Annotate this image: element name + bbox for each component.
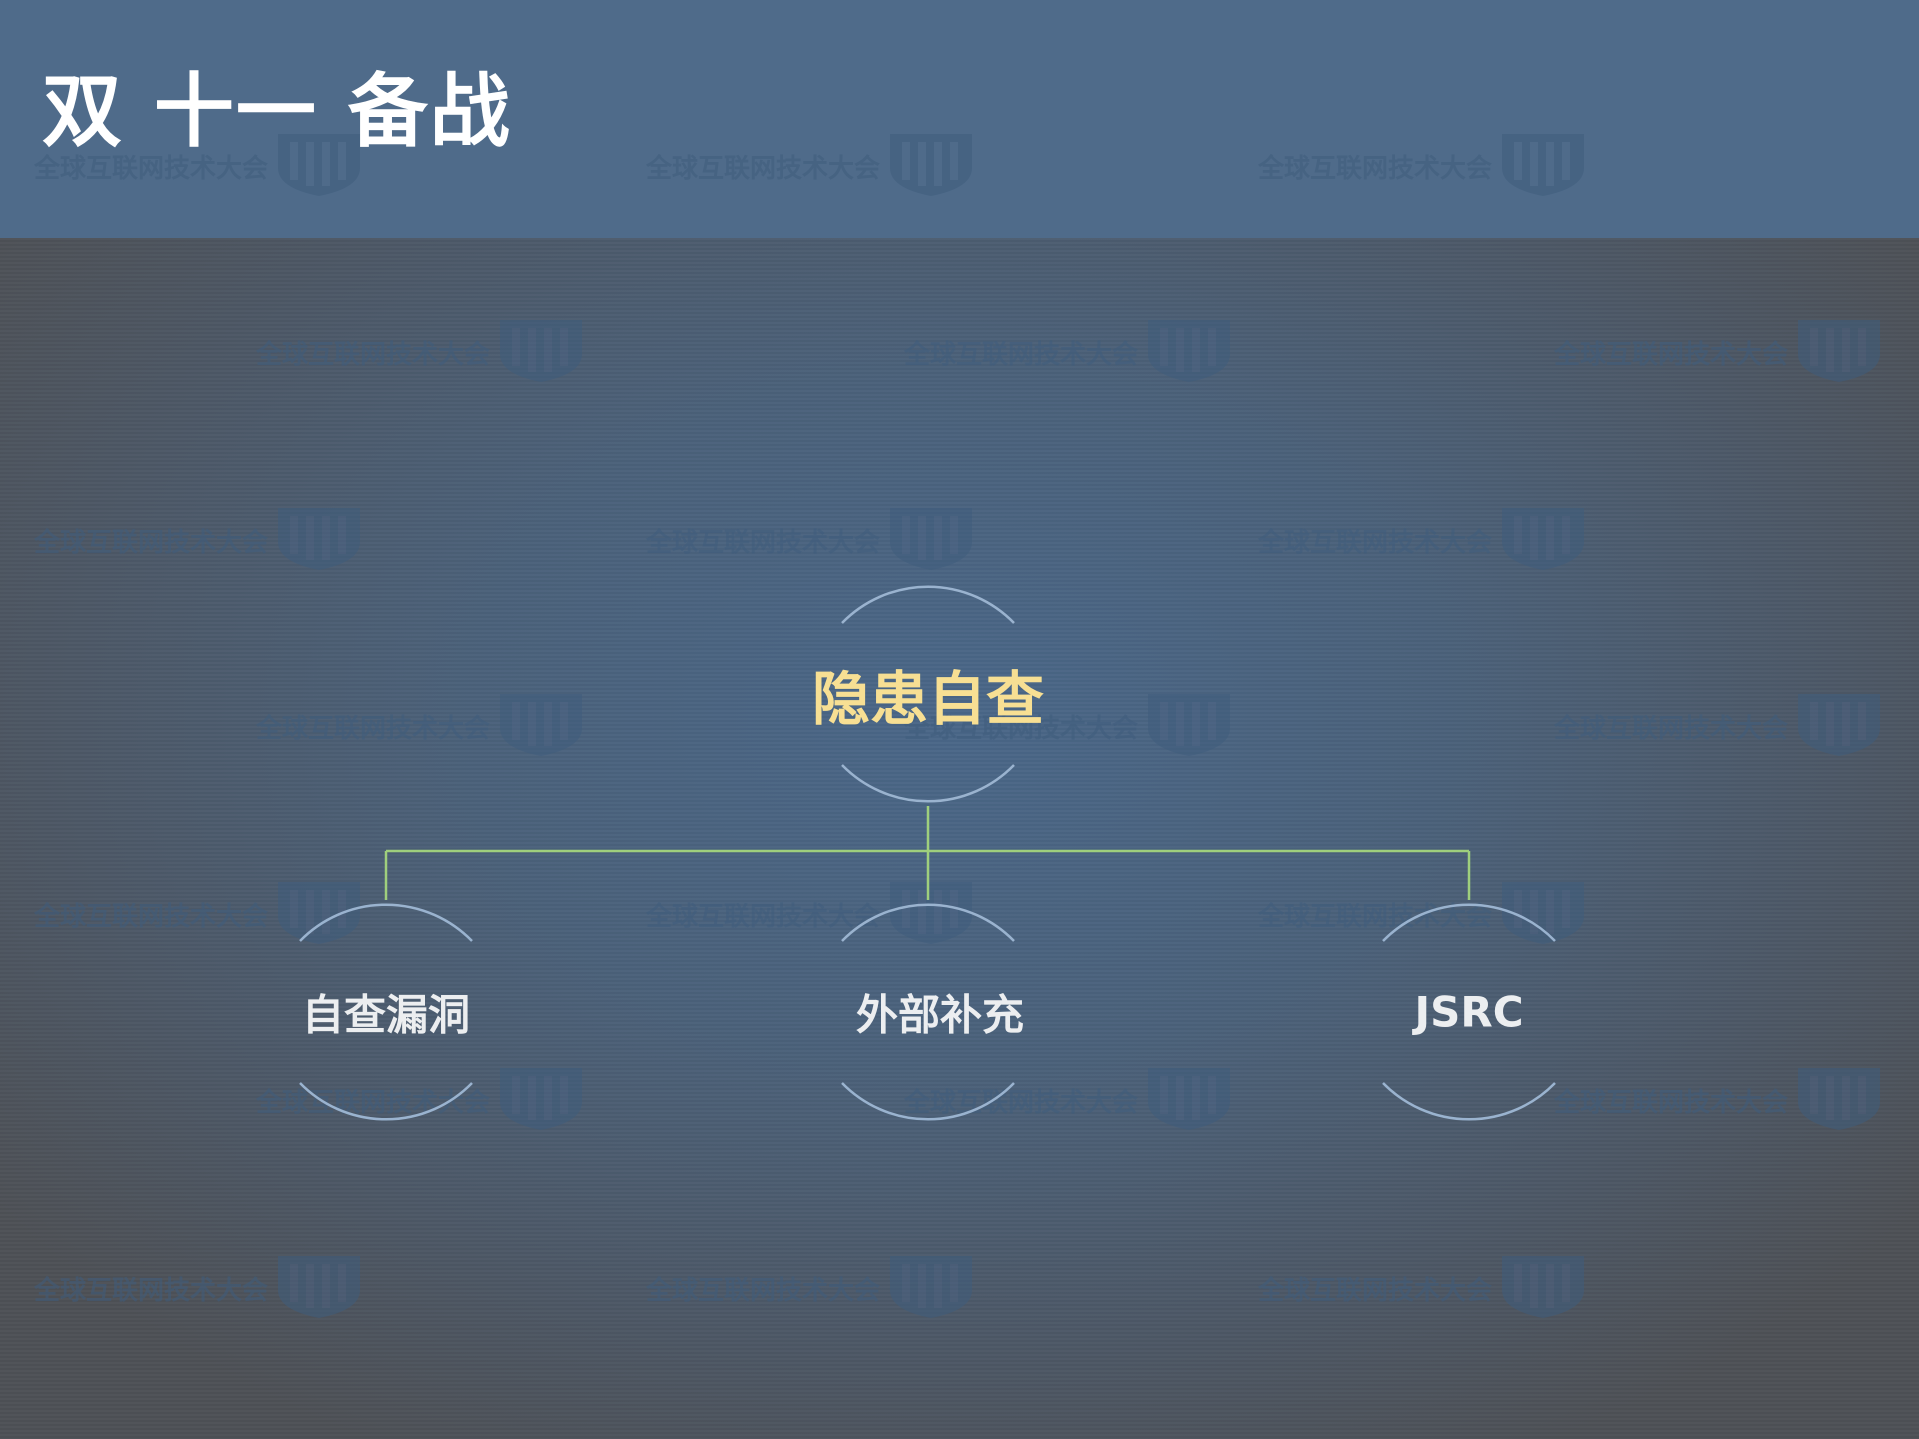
child-3-top-arc [1382, 903, 1556, 942]
node-arcs [299, 585, 1556, 1121]
child-1-bottom-arc [299, 1082, 473, 1121]
child-node-label-1: 自查漏洞 [301, 990, 471, 1040]
child-1-top-arc [299, 903, 473, 942]
root-node-top-arc [841, 585, 1015, 624]
connector-lines [384, 806, 1471, 900]
slide-header: 双 十一 备战 [0, 0, 1919, 238]
child-3-bottom-arc [1382, 1082, 1556, 1121]
child-2-top-arc [841, 903, 1015, 942]
root-node-label: 隐患自查 [811, 665, 1045, 733]
slide-title: 双 十一 备战 [42, 65, 512, 158]
root-node-bottom-arc [841, 764, 1015, 803]
child-node-label-3: JSRC [1414, 987, 1524, 1037]
child-2-bottom-arc [841, 1082, 1015, 1121]
child-node-label-2: 外部补充 [855, 990, 1025, 1040]
